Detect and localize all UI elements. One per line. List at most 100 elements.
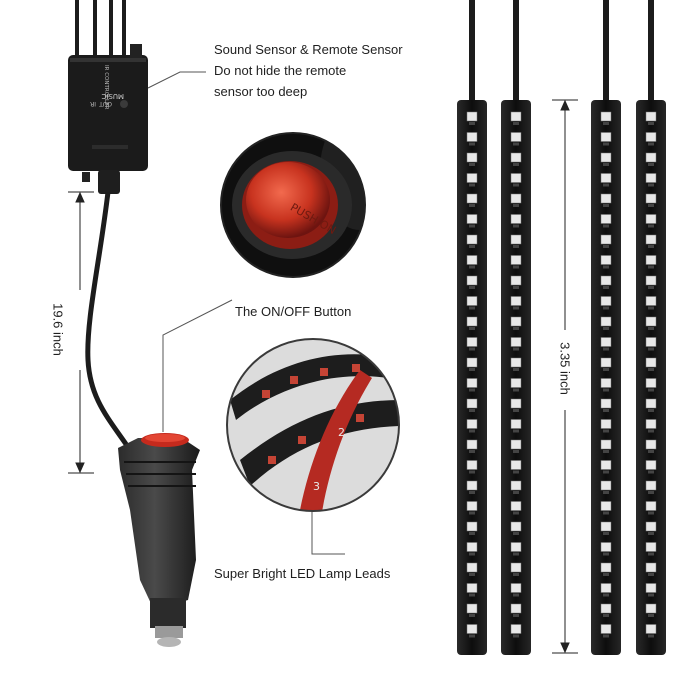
led-chip xyxy=(600,173,612,183)
led-resistor xyxy=(603,327,609,330)
led-resistor xyxy=(469,204,475,207)
led-resistor xyxy=(513,634,519,638)
led-resistor xyxy=(469,532,475,535)
led-chip xyxy=(466,439,478,450)
led-chip xyxy=(645,296,657,306)
led-chip xyxy=(466,255,478,265)
led-resistor xyxy=(513,409,519,412)
led-chip xyxy=(510,562,522,573)
led-resistor xyxy=(603,614,609,617)
led-chip xyxy=(645,337,657,347)
led-chip xyxy=(645,132,657,142)
led-resistor xyxy=(469,224,475,228)
led-resistor xyxy=(603,552,609,556)
power-cable xyxy=(85,191,133,452)
led-resistor xyxy=(469,593,475,597)
led-resistor xyxy=(603,511,609,515)
led-resistor xyxy=(603,163,609,166)
led-chip xyxy=(600,542,612,552)
led-chip xyxy=(510,111,522,122)
led-resistor xyxy=(469,347,475,351)
led-chip xyxy=(645,439,657,450)
led-resistor xyxy=(513,450,519,453)
strip-dimension-arrow xyxy=(552,99,578,654)
led-chip xyxy=(600,439,612,450)
led-chip xyxy=(466,173,478,183)
led-chip xyxy=(600,624,612,634)
led-chip xyxy=(510,316,522,327)
led-resistor xyxy=(603,634,609,638)
led-chip xyxy=(466,214,478,224)
led-resistor xyxy=(648,409,654,412)
led-chip xyxy=(510,152,522,163)
led-chip xyxy=(510,542,522,552)
led-resistor xyxy=(469,450,475,453)
sensor-annotation-line3: sensor too deep xyxy=(214,84,308,99)
led-resistor xyxy=(469,552,475,556)
led-chip xyxy=(600,275,612,286)
led-resistor xyxy=(648,245,654,248)
led-resistor xyxy=(648,429,654,433)
led-resistor xyxy=(648,306,654,310)
led-resistor xyxy=(469,122,475,125)
led-resistor xyxy=(603,122,609,125)
led-resistor xyxy=(603,368,609,371)
led-chip xyxy=(466,296,478,306)
led-chip xyxy=(645,583,657,593)
led-chip xyxy=(466,603,478,614)
led-chip xyxy=(600,460,612,470)
led-resistor xyxy=(603,388,609,392)
led-resistor xyxy=(513,286,519,289)
led-chip xyxy=(510,378,522,388)
led-resistor xyxy=(469,614,475,617)
led-resistor xyxy=(513,368,519,371)
led-resistor xyxy=(648,614,654,617)
led-resistor xyxy=(469,409,475,412)
strip-length-label: 3.35 inch xyxy=(557,342,573,395)
led-resistor xyxy=(648,511,654,515)
led-resistor xyxy=(469,573,475,576)
led-strips xyxy=(457,0,666,655)
led-chip xyxy=(645,521,657,532)
led-chip xyxy=(466,583,478,593)
led-resistor xyxy=(469,491,475,494)
led-chip xyxy=(510,624,522,634)
leads-detail-circle: 2 3 xyxy=(226,338,400,512)
led-chip xyxy=(510,337,522,347)
led-resistor xyxy=(469,511,475,515)
led-resistor xyxy=(603,491,609,494)
led-chip xyxy=(510,398,522,409)
led-resistor xyxy=(603,409,609,412)
led-chip xyxy=(510,255,522,265)
led-resistor xyxy=(513,573,519,576)
strip-wire xyxy=(648,0,654,100)
led-resistor xyxy=(513,163,519,166)
led-chip xyxy=(600,398,612,409)
led-chip xyxy=(645,624,657,634)
led-resistor xyxy=(603,573,609,576)
controller-text-out: OUT xyxy=(99,100,112,107)
led-chip xyxy=(510,296,522,306)
led-resistor xyxy=(469,142,475,146)
leads-annotation: Super Bright LED Lamp Leads xyxy=(214,566,391,581)
led-resistor xyxy=(469,286,475,289)
sensor-annotation-line2: Do not hide the remote xyxy=(214,63,347,78)
led-resistor xyxy=(469,265,475,269)
led-resistor xyxy=(648,450,654,453)
led-chip xyxy=(645,419,657,429)
led-chip xyxy=(600,132,612,142)
led-chip xyxy=(510,132,522,142)
led-resistor xyxy=(513,245,519,248)
led-chip xyxy=(645,173,657,183)
led-strip xyxy=(591,100,621,655)
led-chip xyxy=(645,111,657,122)
led-resistor xyxy=(648,142,654,146)
led-resistor xyxy=(469,634,475,638)
led-resistor xyxy=(513,388,519,392)
led-chip xyxy=(600,603,612,614)
led-resistor xyxy=(648,163,654,166)
led-resistor xyxy=(603,470,609,474)
led-chip xyxy=(645,398,657,409)
led-resistor xyxy=(513,204,519,207)
